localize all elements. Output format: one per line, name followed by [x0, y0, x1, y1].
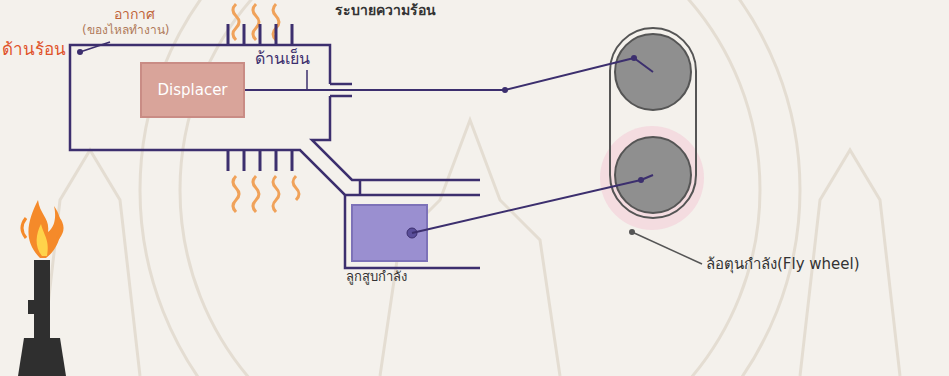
flywheel-glow	[600, 126, 704, 230]
leader-dot	[629, 229, 635, 235]
cylinder-outline	[70, 45, 480, 268]
leader-line	[306, 70, 308, 90]
crank-pin	[638, 177, 644, 183]
displacer-box: Displacer	[140, 62, 245, 118]
flywheel-belt	[610, 28, 696, 218]
leader-line	[632, 232, 702, 264]
power-piston-label: ลูกสูบกำลัง	[346, 270, 407, 285]
connecting-rods	[245, 58, 653, 233]
bunsen-burner	[18, 200, 66, 376]
rod-joint	[502, 87, 508, 93]
leader-dot	[77, 49, 83, 55]
flywheel-label: ล้อตุนกำลัง(Fly wheel)	[706, 256, 860, 273]
leader-line	[80, 42, 110, 52]
cold-side-label: ด้านเย็น	[255, 50, 310, 68]
node-text: Displacer	[151, 81, 233, 99]
flywheel-upper	[615, 34, 691, 110]
watermark-seal	[40, 0, 900, 376]
crank-pin	[631, 55, 637, 61]
heat-release-label: ระบายความร้อน	[335, 2, 436, 18]
working-fluid-label: (ของไหลทำงาน)	[82, 24, 169, 38]
flywheel-lower	[615, 137, 691, 213]
air-label: อากาศ	[114, 6, 155, 22]
hot-side-label: ด้านร้อน	[2, 40, 66, 60]
